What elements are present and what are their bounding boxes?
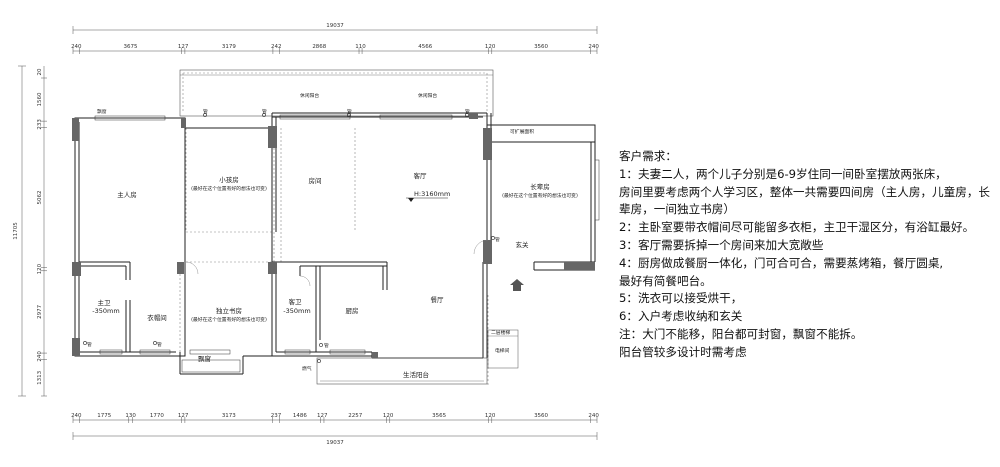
dimension-segment-label: 3675 [124, 44, 138, 50]
dimension-segment-label: 120 [383, 413, 394, 419]
dimension-segment-label: 120 [37, 263, 43, 274]
client-requirements: 客户需求： 1：夫妻二人，两个儿子分别是6-9岁住同一间卧室摆放两张床， 房间里… [619, 148, 997, 362]
dimension-segment-label: 3560 [534, 413, 548, 419]
living-room-label: 客厅 [414, 171, 428, 180]
windows [94, 114, 600, 373]
dimension-segment-label: 120 [485, 413, 496, 419]
dimension-segment-label: 242 [271, 44, 282, 50]
guest-bath-level: -350mm [283, 307, 310, 315]
dimension-segment-label: 233 [37, 119, 43, 130]
guide-lines [179, 72, 489, 385]
master-bath-label: 主卫 [98, 298, 112, 307]
dimension-segment-label: 3173 [222, 413, 236, 419]
dimension-segment-label: 130 [125, 413, 136, 419]
dimension-segment-label: 110 [355, 44, 366, 50]
study-label: 独立书房 [216, 306, 242, 315]
dimension-segment-label: 2868 [312, 44, 326, 50]
cloakroom-label: 衣帽间 [147, 313, 167, 322]
pipe-label: 管 [87, 341, 92, 348]
entry-arrow-icon [510, 279, 524, 291]
requirement-line: 房间里要考虑两个人学习区，整体一共需要四间房（主人房，儿童房，长辈房，一间独立书… [619, 184, 991, 217]
left-dimensions [18, 65, 47, 397]
dimension-segment-label: 1486 [293, 413, 307, 419]
dimension-segment-label: 240 [588, 44, 599, 50]
children-room-label: 小孩房 [219, 175, 239, 184]
leisure-balcony-2-label: 休闲阳台 [418, 92, 437, 99]
elevator-box-label: 电梯间 [495, 347, 510, 354]
left-segment-labels: 1560 233 5062 120 2977 240 1313 [37, 92, 43, 385]
pipe-label: 管 [203, 108, 208, 115]
height-mark-label: H:3160mm [414, 190, 450, 198]
study-note: (最好在这个位置有好的想法也可变) [191, 316, 267, 323]
dimension-segment-label: 127 [178, 413, 189, 419]
dimension-segment-label: 4566 [418, 44, 432, 50]
elder-room-note: (最好在这个位置有好的想法也可变) [502, 192, 578, 199]
dimension-segment-label: 240 [588, 413, 599, 419]
master-bath-level: -350mm [92, 307, 119, 315]
requirement-line: 阳台管较多设计时需考虑 [619, 344, 747, 359]
dimension-segment-label: 5062 [37, 191, 43, 205]
bay-window-bottom-label: 飘窗 [198, 354, 211, 363]
dimension-segment-label: 240 [71, 44, 82, 50]
dimension-segment-label: 2257 [348, 413, 362, 419]
dimension-segment-label: 3565 [432, 413, 446, 419]
requirement-line: 最好有简餐吧台。 [619, 273, 712, 288]
dimension-segment-label: 3560 [534, 44, 548, 50]
bay-window-top-label: 飘窗 [97, 108, 107, 115]
top-segment-labels: 240 3675 127 3179 242 2868 110 4566 120 3560 240 [71, 44, 599, 50]
requirement-line: 4：厨房做成餐厨一体化，门可合可合，需要蒸烤箱，餐厅圆桌, [619, 255, 944, 270]
pipe-label: 管 [347, 108, 352, 115]
dimension-segment-label: 127 [178, 44, 189, 50]
pipe-markers [83, 113, 495, 363]
dimension-segment-label: 1770 [150, 413, 164, 419]
dimension-segment-label: 240 [71, 413, 82, 419]
expandable-area-label: 可扩展面积 [510, 128, 534, 135]
entrance-label: 玄关 [516, 240, 530, 249]
dimension-segment-label: 240 [37, 351, 43, 362]
left-total-dimension: 11705 [13, 222, 19, 240]
dimension-segment-label: 120 [485, 44, 496, 50]
pipe-label: 管 [262, 108, 267, 115]
requirement-line: 6：入户考虑收纳和玄关 [619, 309, 743, 324]
dining-label: 餐厅 [431, 295, 445, 304]
dimension-segment-label: 237 [271, 413, 282, 419]
elder-room-label: 长辈房 [530, 182, 550, 191]
requirement-line: 5：洗衣可以接受烘干， [619, 291, 743, 306]
dimension-segment-label: 127 [317, 413, 328, 419]
bottom-total-dimension: 19037 [326, 440, 344, 446]
bottom-dimensions [72, 417, 598, 440]
requirement-line: 2：主卧室要带衣帽间尽可能留多衣柜，主卫干湿区分，有浴缸最好。 [619, 220, 975, 235]
dimension-segment-label: 1560 [37, 92, 43, 106]
kitchen-label: 厨房 [346, 306, 359, 315]
guest-bath-label: 客卫 [289, 297, 303, 306]
dimension-segment-label: 1313 [37, 370, 43, 384]
life-balcony-label: 生活阳台 [403, 370, 429, 379]
gas-label: 燃气 [302, 365, 312, 372]
stair-box-label: 二层楼梯 [491, 329, 510, 336]
door-swings [185, 239, 489, 287]
top-dimensions [72, 26, 598, 54]
pipe-label: 管 [495, 236, 500, 243]
dimension-segment-label: 1775 [97, 413, 111, 419]
pipe-label: 管 [324, 342, 329, 349]
top-total-dimension: 19037 [326, 23, 344, 29]
requirement-line: 1：夫妻二人，两个儿子分别是6-9岁住同一间卧室摆放两张床， [619, 166, 947, 181]
bottom-segment-labels: 240 1775 130 1770 127 3173 237 1486 127 2257 120 35… [71, 413, 599, 419]
columns [72, 113, 595, 358]
leisure-balcony-1-label: 休闲阳台 [300, 92, 319, 99]
pipe-label: 管 [157, 341, 162, 348]
height-marker-icon [408, 198, 414, 202]
floor-plan: 19037 240 3675 127 3179 242 2868 110 4566 120 356… [13, 23, 600, 446]
left-top-mark: 20 [37, 68, 43, 75]
dimension-segment-label: 3179 [222, 44, 236, 50]
walls [74, 69, 596, 385]
children-room-note: (最好在这个位置有好的想法也可变) [191, 185, 267, 192]
pipe-label: 管 [465, 108, 470, 115]
requirements-title: 客户需求： [619, 149, 677, 163]
requirement-line: 3：客厅需要拆掉一个房间来加大宽敞些 [619, 237, 824, 252]
requirement-line: 注：大门不能移，阳台都可封窗，飘窗不能拆。 [619, 326, 863, 341]
dimension-segment-label: 2977 [37, 304, 43, 318]
room-label: 房间 [309, 176, 322, 185]
master-bedroom-label: 主人房 [117, 190, 137, 199]
